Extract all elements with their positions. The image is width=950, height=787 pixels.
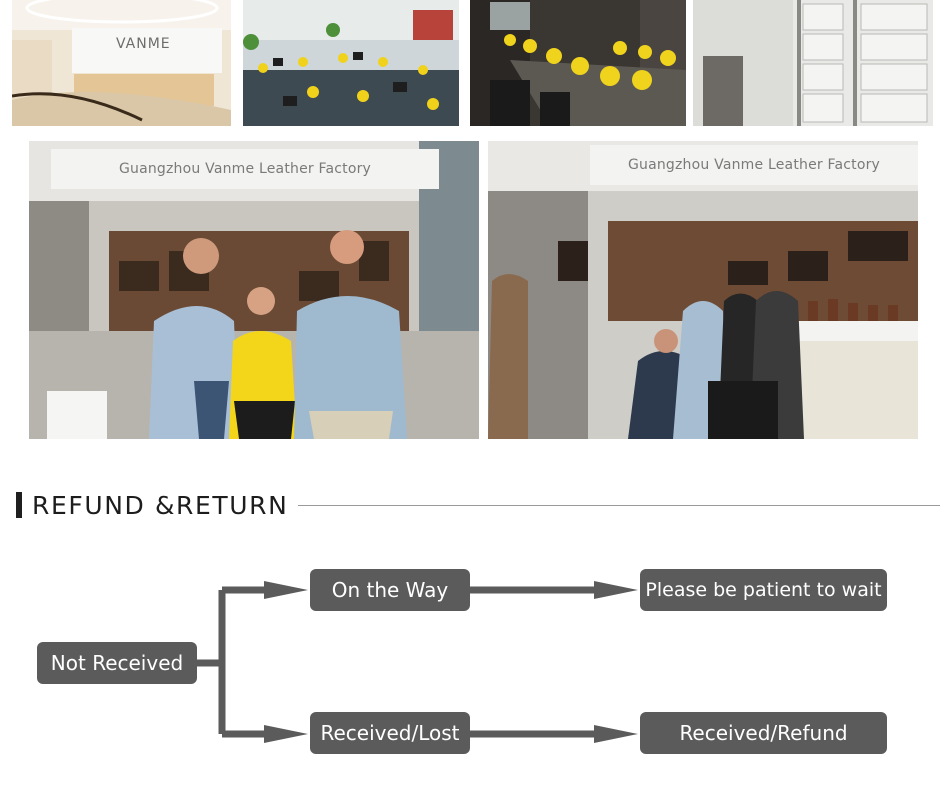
- please-wait-box: Please be patient to wait: [640, 569, 887, 611]
- reception-logo-text: VANME: [116, 36, 171, 52]
- received-lost-box: Received/Lost: [310, 712, 470, 754]
- photo-booth-visitors: Guangzhou Vanme Leather Factory: [29, 141, 479, 439]
- received-refund-box: Received/Refund: [640, 712, 887, 754]
- section-title: REFUND &RETURN: [32, 490, 289, 520]
- title-accent-bar: [16, 492, 22, 518]
- booth-sign: Guangzhou Vanme Leather Factory: [590, 145, 918, 185]
- arrow-head-top-result: [594, 581, 638, 599]
- section-header: REFUND &RETURN: [16, 490, 288, 520]
- arrow-head-bottom-result: [594, 725, 638, 743]
- not-received-box: Not Received: [37, 642, 197, 684]
- arrow-head-bottom-branch: [264, 725, 308, 743]
- photo-office: [243, 0, 459, 126]
- photo-booth-crowd: Guangzhou Vanme Leather Factory: [488, 141, 918, 439]
- title-divider: [298, 505, 940, 506]
- photo-warehouse: [693, 0, 933, 126]
- booth-sign: Guangzhou Vanme Leather Factory: [51, 149, 439, 189]
- arrow-head-top-branch: [264, 581, 308, 599]
- photo-meeting-room: [470, 0, 686, 126]
- photo-reception: VANME: [12, 0, 231, 126]
- on-the-way-box: On the Way: [310, 569, 470, 611]
